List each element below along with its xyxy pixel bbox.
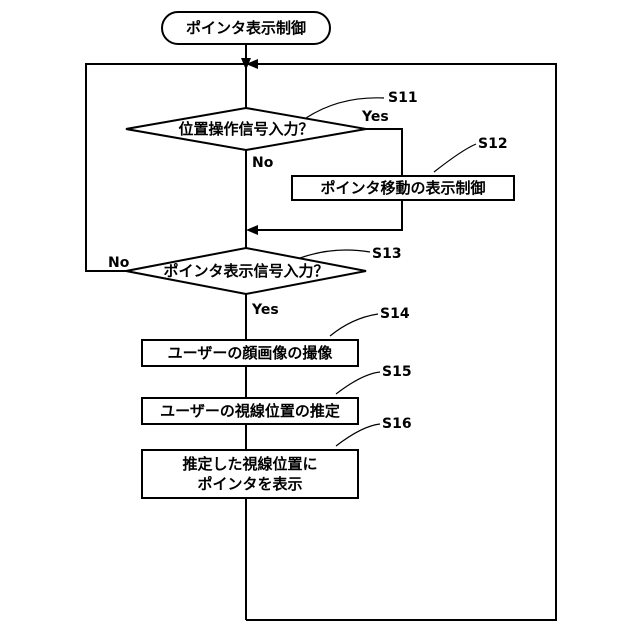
s12-leader	[434, 144, 476, 172]
s11-yes-label: Yes	[361, 109, 389, 125]
s13-decision-label: ポインタ表示信号入力？	[163, 262, 328, 280]
s13-step-id: S13	[372, 246, 402, 262]
s13-no-label: No	[108, 255, 130, 271]
s12-process-label: ポインタ移動の表示制御	[320, 179, 485, 197]
s15-step-id: S15	[382, 364, 412, 380]
s16-leader	[336, 424, 380, 446]
s16-process-label-line2: ポインタを表示	[197, 475, 302, 493]
start-terminal-label: ポインタ表示制御	[186, 19, 306, 37]
s14-leader	[330, 314, 378, 336]
s14-process-label: ユーザーの顔画像の撮像	[168, 344, 334, 362]
s13-yes-label: Yes	[251, 302, 279, 318]
s14-step-id: S14	[380, 306, 410, 322]
s11-decision-label: 位置操作信号入力？	[178, 120, 313, 138]
s11-step-id: S11	[388, 90, 418, 106]
s16-step-id: S16	[382, 416, 412, 432]
s13-no-loop	[86, 64, 246, 271]
s12-step-id: S12	[478, 136, 508, 152]
s16-process-label-line1: 推定した視線位置に	[182, 455, 317, 473]
s15-leader	[336, 372, 380, 394]
s11-no-label: No	[252, 155, 274, 171]
s12-return-arrowhead	[246, 225, 258, 235]
s15-process-label: ユーザーの視線位置の推定	[160, 402, 340, 420]
s12-return-branch	[252, 200, 402, 230]
s13-leader	[300, 250, 370, 258]
s11-yes-branch	[366, 129, 402, 176]
